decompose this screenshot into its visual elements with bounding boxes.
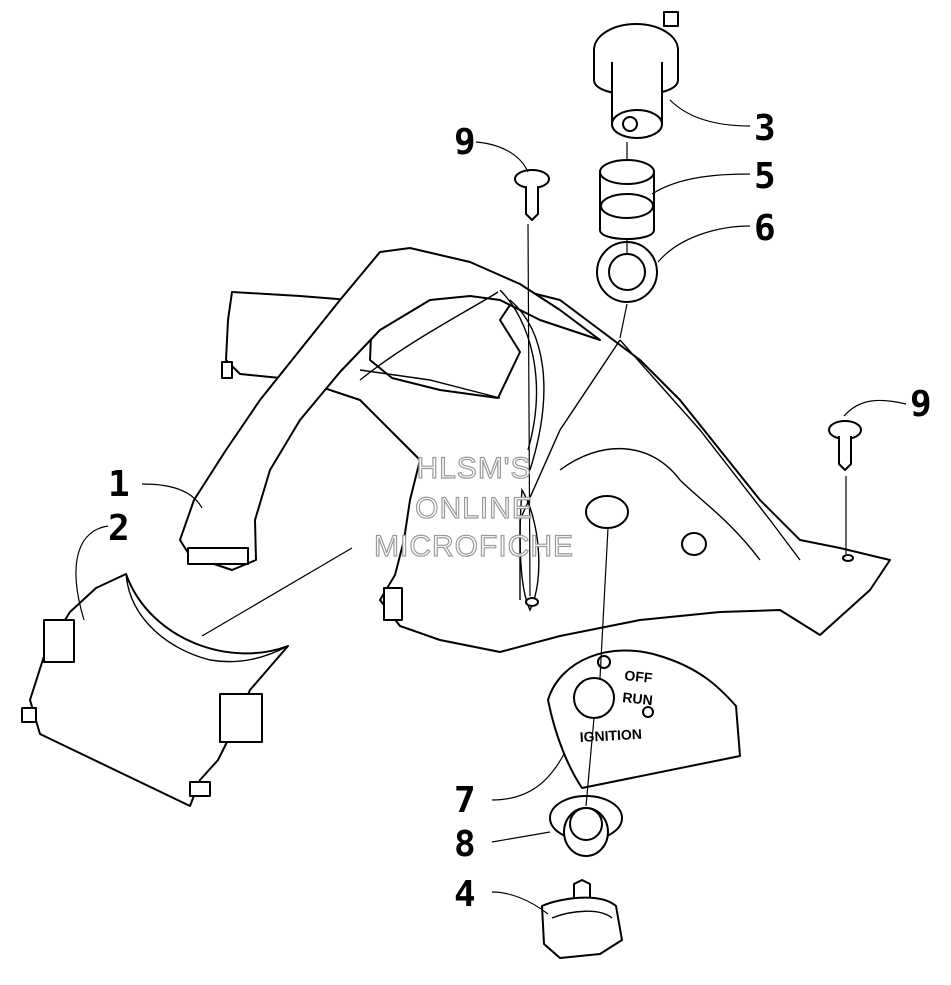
callout-9-left: 9 — [454, 122, 476, 163]
callout-6: 6 — [754, 208, 776, 249]
ignition-plate — [547, 649, 741, 789]
watermark-line-2: ONLINE — [415, 492, 533, 525]
ignition-switch — [593, 11, 679, 139]
callout-3: 3 — [754, 108, 776, 149]
plate-label-ignition: IGNITION — [579, 726, 642, 745]
callout-9-right: 9 — [910, 384, 932, 425]
screw-right — [828, 420, 862, 471]
callout-7: 7 — [454, 780, 476, 821]
watermark-line-3: MICROFICHE — [374, 530, 574, 563]
bezel-nut — [549, 795, 623, 857]
screw-left — [514, 169, 550, 221]
plate-label-run: RUN — [622, 689, 654, 708]
callout-2: 2 — [108, 508, 130, 549]
key — [541, 879, 623, 959]
front-cover — [21, 573, 289, 807]
console-housing — [179, 247, 891, 653]
leader-lines — [75, 99, 907, 915]
callout-1: 1 — [108, 464, 130, 505]
sleeve-nut — [599, 159, 655, 240]
watermark-line-1: HLSM'S — [416, 452, 531, 485]
plate-label-off: OFF — [624, 667, 654, 686]
lock-washer — [596, 241, 658, 303]
callout-4: 4 — [454, 874, 476, 915]
callout-8: 8 — [454, 824, 476, 865]
watermark: HLSM'S ONLINE MICROFICHE — [373, 451, 574, 563]
callout-5: 5 — [754, 156, 776, 197]
